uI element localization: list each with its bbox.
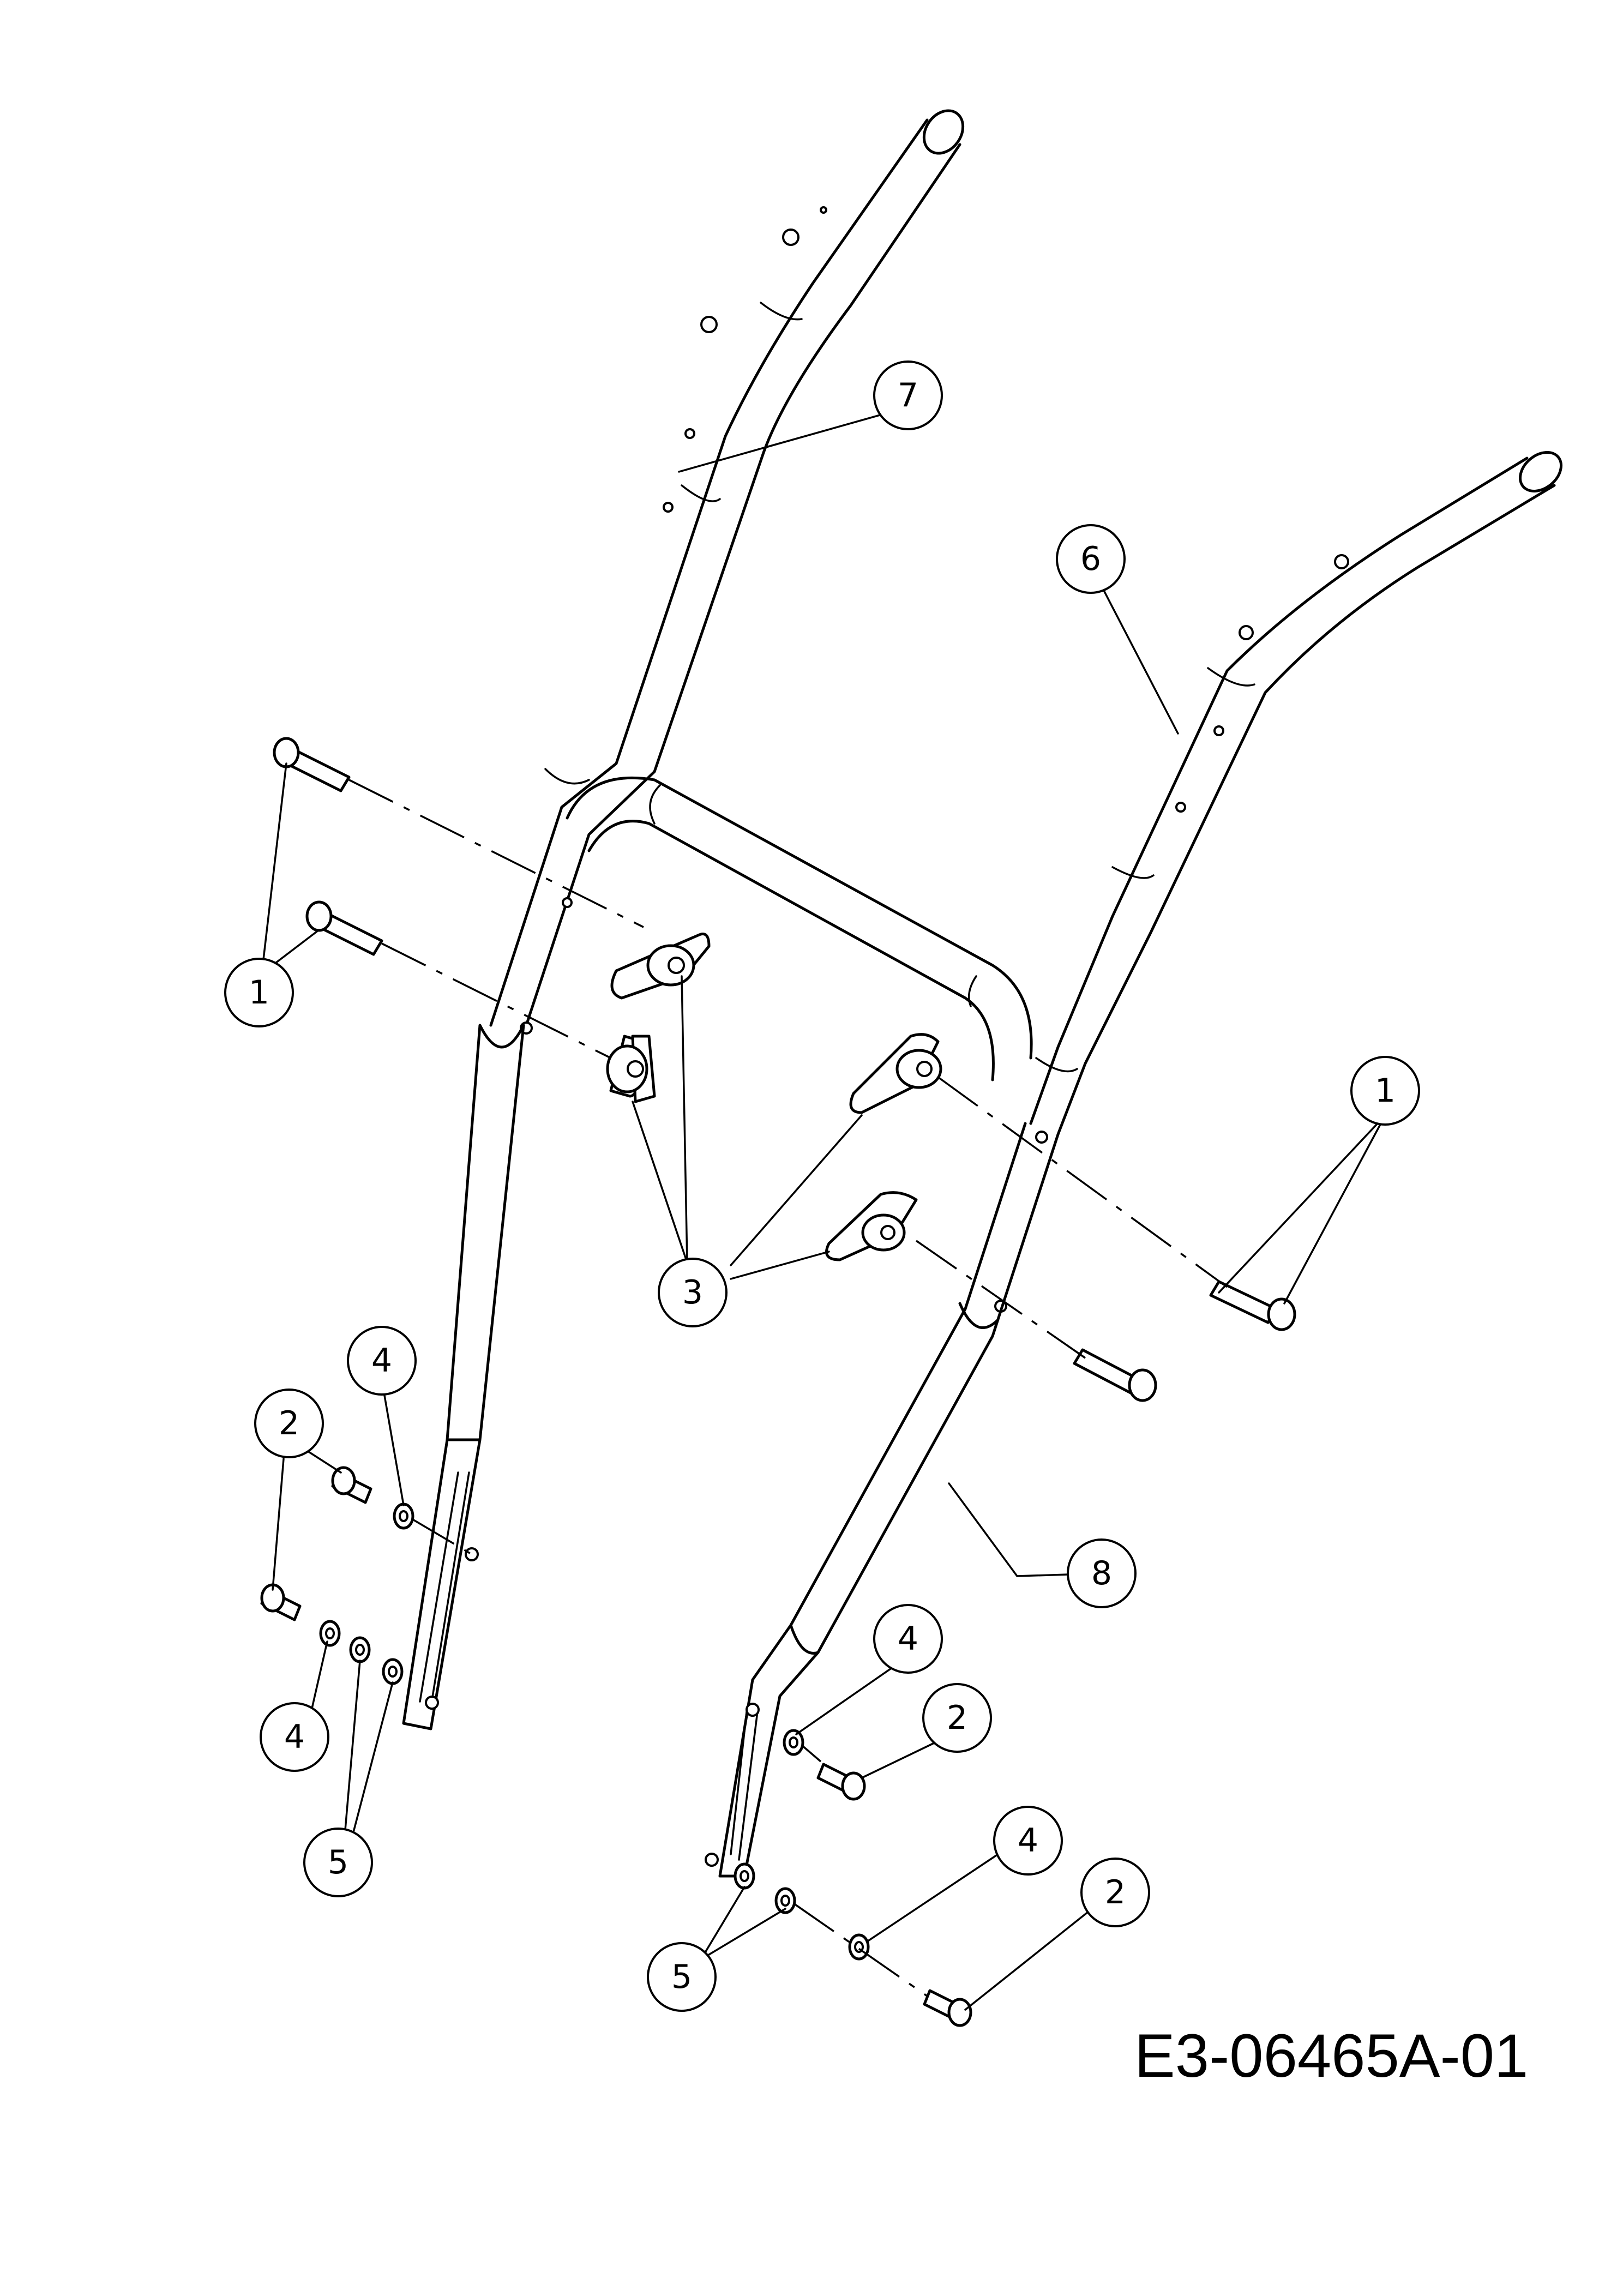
callout-8-label: 8 [1091,1554,1112,1592]
callout-8: 8 [1067,1538,1137,1608]
callout-4-left-upper-label: 4 [371,1342,392,1380]
callout-1-right-label: 1 [1375,1072,1396,1110]
callout-2-right-upper: 2 [922,1683,992,1753]
carriage-bolt [1073,1348,1157,1402]
upper-handle-left [489,109,965,1035]
callout-7-label: 7 [898,376,918,414]
callout-4-right-lower: 4 [993,1806,1063,1876]
cross-bar [566,776,1033,1081]
callout-1-right: 1 [1350,1056,1420,1126]
callout-1-left: 1 [224,958,294,1027]
callout-2-right-lower-label: 2 [1105,1873,1126,1912]
washer [319,1502,870,1961]
lower-handle-right [705,1122,1060,1878]
diagram-code: E3-06465A-01 [1134,2022,1529,2090]
callout-5-left: 5 [303,1828,373,1897]
hex-bolt [260,1583,302,1621]
callout-3: 3 [658,1258,728,1327]
callout-5-left-label: 5 [328,1843,348,1882]
callout-4-left-lower: 4 [260,1702,329,1772]
callout-5-right: 5 [647,1942,717,2012]
hex-bolt [816,1763,866,1801]
hex-bolt [923,1989,972,2027]
callout-2-right-lower: 2 [1080,1858,1150,1927]
callout-4-right-upper-label: 4 [898,1620,918,1658]
wing-knob [849,1033,942,1114]
carriage-bolt [1209,1280,1296,1331]
leader-lines [261,411,1386,2011]
callout-4-right-lower-label: 4 [1018,1822,1038,1860]
lower-handle-left [402,1024,525,1730]
callout-2-right-upper-label: 2 [947,1699,967,1737]
carriage-bolt [273,737,351,792]
carriage-bolt [305,900,383,956]
callout-2-left: 2 [254,1389,324,1458]
callout-3-label: 3 [682,1273,703,1312]
callout-7: 7 [873,360,943,430]
callout-5-right-label: 5 [671,1958,692,1996]
callout-4-left-lower-label: 4 [284,1718,305,1756]
callout-4-left-upper: 4 [347,1326,417,1396]
callout-6-label: 6 [1080,540,1101,578]
assembly-lines [348,779,1228,1997]
wing-knob [606,1035,656,1103]
hex-bolt [331,1466,372,1504]
wing-knob [825,1191,918,1261]
wing-knob [610,933,711,1000]
callout-1-left-label: 1 [249,973,269,1012]
callout-6: 6 [1056,524,1126,594]
callout-2-left-label: 2 [279,1404,299,1442]
upper-handle-right [994,451,1563,1313]
callout-4-right-upper: 4 [873,1604,943,1674]
